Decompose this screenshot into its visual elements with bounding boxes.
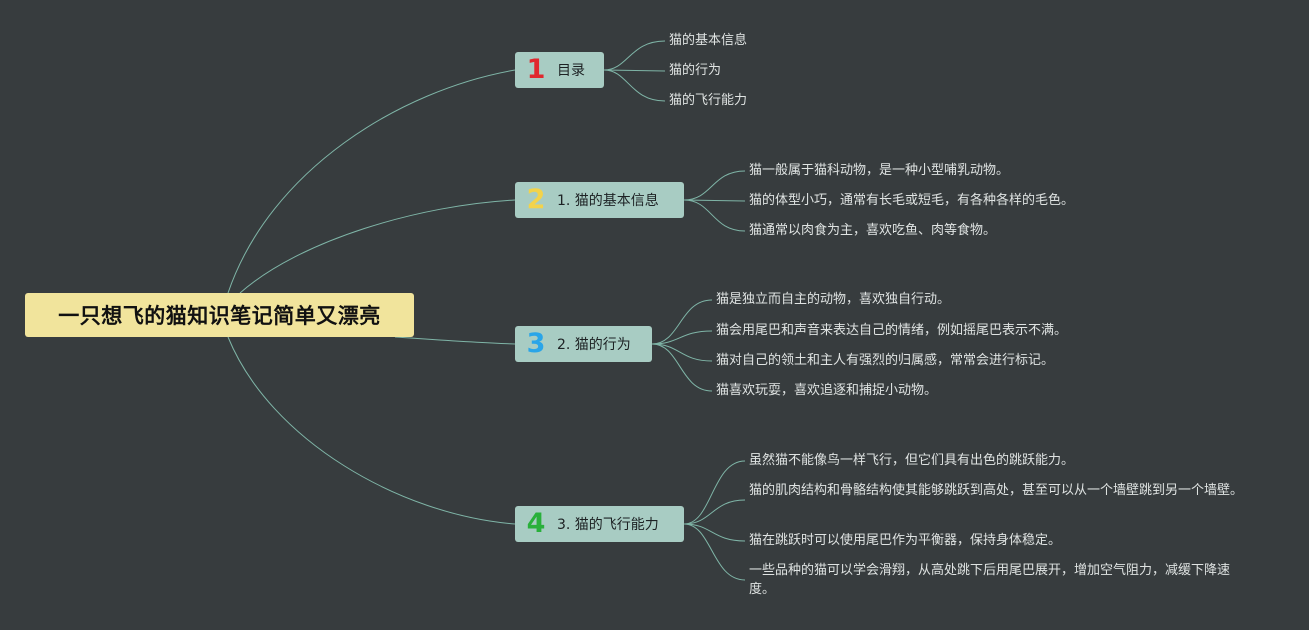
connector-root-b3 — [394, 336, 516, 345]
connector-b4-l1 — [683, 460, 746, 525]
connector-root-b2 — [239, 199, 516, 294]
connector-b1-l3 — [603, 69, 666, 102]
connector-root-b1 — [227, 69, 516, 294]
connector-b1-l1 — [603, 40, 666, 71]
number-4-icon: 4 — [526, 508, 546, 539]
number-3-icon: 3 — [526, 328, 546, 359]
number-1-icon: 1 — [526, 54, 546, 85]
leaf-topic[interactable]: 猫会用尾巴和声音来表达自己的情绪，例如摇尾巴表示不满。 — [716, 323, 1068, 338]
leaf-topic[interactable]: 猫的肌肉结构和骨骼结构使其能够跳跃到高处，甚至可以从一个墙壁跳到另一个墙壁。 — [749, 483, 1244, 498]
connector-b3-l4 — [651, 343, 713, 392]
leaf-topic[interactable]: 猫的行为 — [669, 63, 722, 78]
branch-basic-info[interactable]: 2 1. 猫的基本信息 — [515, 182, 684, 218]
leaf-topic[interactable]: 猫的体型小巧，通常有长毛或短毛，有各种各样的毛色。 — [749, 193, 1075, 208]
leaf-topic[interactable]: 猫喜欢玩耍，喜欢追逐和捕捉小动物。 — [716, 383, 938, 398]
connector-b4-l2 — [683, 499, 746, 525]
connector-root-b4 — [227, 336, 516, 525]
leaf-topic[interactable]: 猫通常以肉食为主，喜欢吃鱼、肉等食物。 — [749, 223, 997, 238]
branch-label: 2. 猫的行为 — [557, 337, 631, 353]
branch-label: 1. 猫的基本信息 — [557, 193, 659, 209]
connector-b1-l2 — [603, 69, 666, 72]
branch-behavior[interactable]: 3 2. 猫的行为 — [515, 326, 652, 362]
leaf-topic[interactable]: 猫的飞行能力 — [669, 93, 748, 108]
connector-b3-l3 — [651, 343, 713, 362]
branch-label: 目录 — [557, 63, 585, 79]
connector-b3-l2 — [651, 330, 713, 345]
connector-b3-l1 — [651, 299, 713, 345]
root-topic[interactable]: 一只想飞的猫知识笔记简单又漂亮 — [25, 293, 414, 337]
connector-b4-l4 — [683, 523, 746, 581]
root-title: 一只想飞的猫知识笔记简单又漂亮 — [58, 304, 381, 328]
branch-label: 3. 猫的飞行能力 — [557, 517, 659, 533]
connector-b2-l1 — [683, 170, 746, 201]
leaf-topic[interactable]: 猫是独立而自主的动物，喜欢独自行动。 — [716, 292, 951, 307]
leaf-topic[interactable]: 猫一般属于猫科动物，是一种小型哺乳动物。 — [749, 163, 1010, 178]
branch-flying[interactable]: 4 3. 猫的飞行能力 — [515, 506, 684, 542]
branch-toc[interactable]: 1 目录 — [515, 52, 604, 88]
leaf-topic[interactable]: 猫的基本信息 — [669, 33, 748, 48]
leaf-topic[interactable]: 猫在跳跃时可以使用尾巴作为平衡器，保持身体稳定。 — [749, 533, 1062, 548]
leaf-topic[interactable]: 一些品种的猫可以学会滑翔，从高处跳下后用尾巴展开，增加空气阻力，减缓下降速度。 — [749, 563, 1231, 597]
number-2-icon: 2 — [526, 184, 546, 215]
leaf-topic[interactable]: 猫对自己的领土和主人有强烈的归属感，常常会进行标记。 — [716, 353, 1055, 368]
leaf-topic[interactable]: 虽然猫不能像鸟一样飞行，但它们具有出色的跳跃能力。 — [749, 453, 1075, 468]
connector-b2-l2 — [683, 199, 746, 202]
connector-b2-l3 — [683, 199, 746, 232]
connector-b4-l3 — [683, 523, 746, 542]
